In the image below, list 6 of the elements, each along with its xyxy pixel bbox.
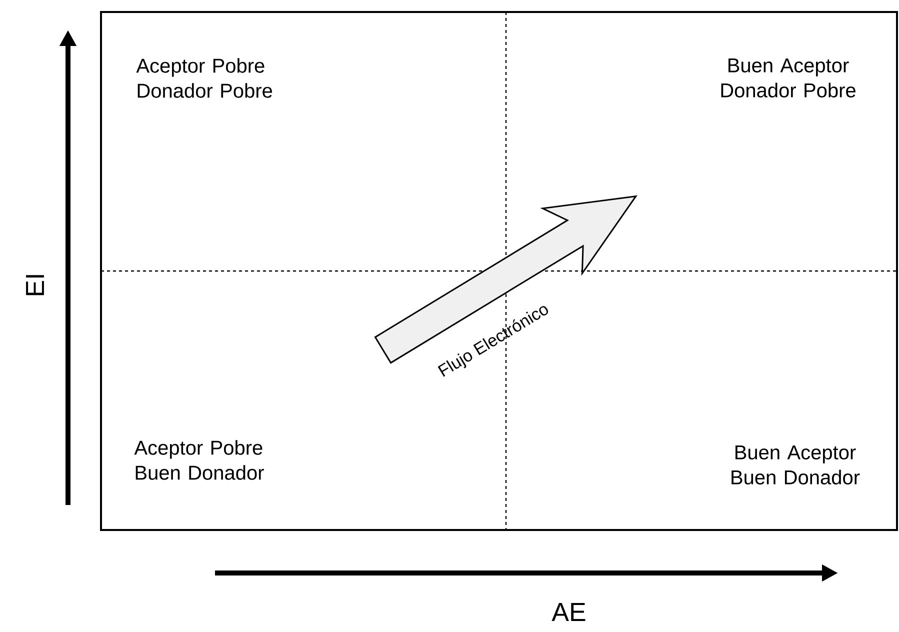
axis-label: AE [552,603,586,621]
quadrant-label: Buen Aceptor Buen Donador [732,446,860,484]
quadrant-label: Aceptor Pobre Buen Donador [134,440,264,480]
quadrant-label: Aceptor Pobre Donador Pobre [136,58,272,98]
quadrant-label: Buen Aceptor Donador Pobre [721,58,856,98]
axis-label: EI [26,275,44,296]
